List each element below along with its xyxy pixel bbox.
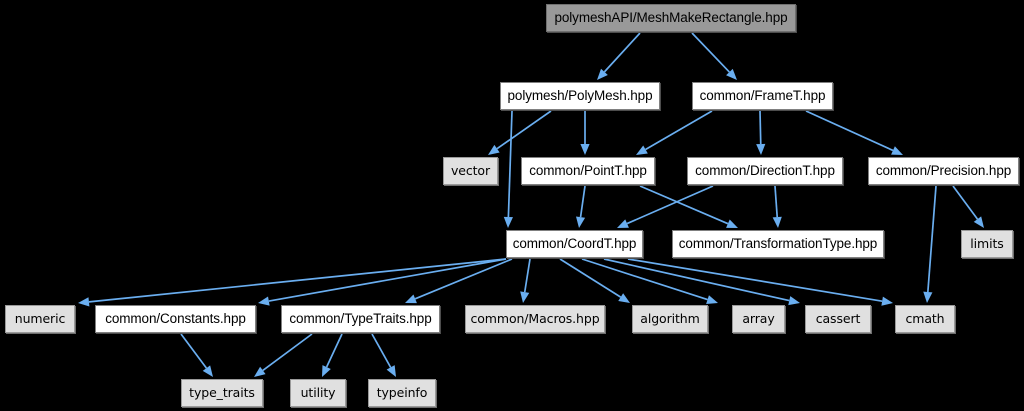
graph-edge-coordt-to-cassert xyxy=(603,258,800,306)
graph-edge-constants-to-type_traits xyxy=(180,333,213,377)
graph-node-directiont[interactable]: common/DirectionT.hpp xyxy=(687,157,843,185)
graph-node-transformtype[interactable]: common/TransformationType.hpp xyxy=(672,230,884,258)
graph-node-label: vector xyxy=(450,162,491,178)
graph-node-label: polymeshAPI/MeshMakeRectangle.hpp xyxy=(554,10,788,26)
graph-edge-pointt-to-coordt xyxy=(576,185,586,228)
graph-node-label: utility xyxy=(300,384,336,400)
graph-edge-pointt-to-transformtype xyxy=(639,185,738,228)
graph-node-typeinfo[interactable]: typeinfo xyxy=(368,379,436,407)
graph-edge-coordt-to-numeric xyxy=(78,258,507,307)
graph-node-label: common/Macros.hpp xyxy=(470,310,600,326)
graph-node-label: cmath xyxy=(905,310,945,326)
graph-edge-precision-to-cmath xyxy=(923,185,937,303)
graph-edge-coordt-to-array xyxy=(581,258,718,304)
graph-node-label: common/Precision.hpp xyxy=(875,163,1012,179)
graph-node-framet[interactable]: common/FrameT.hpp xyxy=(692,82,833,110)
graph-node-label: common/Constants.hpp xyxy=(105,311,246,327)
graph-edge-typetraits-to-typeinfo xyxy=(371,333,396,377)
graph-node-label: common/CoordT.hpp xyxy=(512,236,637,252)
graph-node-constants[interactable]: common/Constants.hpp xyxy=(95,305,256,333)
graph-edge-typetraits-to-utility xyxy=(322,333,343,377)
graph-node-label: polymesh/PolyMesh.hpp xyxy=(507,88,653,104)
graph-node-numeric[interactable]: numeric xyxy=(5,305,75,333)
graph-node-label: common/PointT.hpp xyxy=(529,163,647,179)
graph-node-utility[interactable]: utility xyxy=(290,379,346,407)
graph-edge-meshmakerectangle-to-polymesh xyxy=(597,32,641,80)
graph-node-label: common/TypeTraits.hpp xyxy=(289,311,432,327)
graph-node-label: array xyxy=(742,310,775,326)
graph-edge-coordt-to-typetraits xyxy=(405,258,513,304)
graph-node-array[interactable]: array xyxy=(732,305,785,333)
graph-edge-directiont-to-transformtype xyxy=(772,185,782,228)
graph-edge-meshmakerectangle-to-framet xyxy=(691,32,737,80)
graph-node-label: typeinfo xyxy=(376,384,428,400)
graph-node-typetraits[interactable]: common/TypeTraits.hpp xyxy=(281,305,440,333)
graph-node-cmath[interactable]: cmath xyxy=(895,305,955,333)
graph-node-label: common/TransformationType.hpp xyxy=(678,236,878,252)
graph-node-macros[interactable]: common/Macros.hpp xyxy=(465,305,605,333)
graph-node-label: common/DirectionT.hpp xyxy=(695,163,835,179)
graph-edge-coordt-to-algorithm xyxy=(559,258,630,303)
graph-node-coordt[interactable]: common/CoordT.hpp xyxy=(506,230,643,258)
graph-node-limits[interactable]: limits xyxy=(961,230,1013,258)
graph-node-label: type_traits xyxy=(189,384,255,400)
graph-edge-polymesh-to-vector xyxy=(488,110,552,155)
graph-node-cassert[interactable]: cassert xyxy=(805,305,871,333)
graph-node-vector[interactable]: vector xyxy=(443,157,498,185)
graph-node-polymesh[interactable]: polymesh/PolyMesh.hpp xyxy=(500,82,660,110)
graph-edge-framet-to-directiont xyxy=(756,110,766,155)
graph-edge-framet-to-pointt xyxy=(636,110,713,155)
graph-node-pointt[interactable]: common/PointT.hpp xyxy=(521,157,655,185)
graph-node-label: cassert xyxy=(815,310,861,326)
graph-node-label: algorithm xyxy=(640,310,700,326)
graph-node-label: numeric xyxy=(14,310,66,326)
graph-node-label: common/FrameT.hpp xyxy=(699,88,826,104)
graph-edge-directiont-to-coordt xyxy=(617,185,714,228)
graph-node-precision[interactable]: common/Precision.hpp xyxy=(868,157,1019,185)
graph-node-type_traits[interactable]: type_traits xyxy=(181,379,263,407)
graph-node-meshmakerectangle[interactable]: polymeshAPI/MeshMakeRectangle.hpp xyxy=(546,4,796,32)
graph-edge-coordt-to-macros xyxy=(520,258,531,303)
graph-edge-precision-to-limits xyxy=(952,185,984,228)
graph-edge-polymesh-to-pointt xyxy=(580,111,590,155)
graph-node-algorithm[interactable]: algorithm xyxy=(632,305,708,333)
graph-edge-typetraits-to-type_traits xyxy=(254,333,313,377)
graph-edge-coordt-to-cmath xyxy=(627,258,893,306)
graph-edge-framet-to-precision xyxy=(805,110,903,155)
graph-edge-polymesh-to-coordt xyxy=(503,110,513,228)
graph-edge-coordt-to-constants xyxy=(258,258,507,306)
graph-node-label: limits xyxy=(970,235,1004,251)
